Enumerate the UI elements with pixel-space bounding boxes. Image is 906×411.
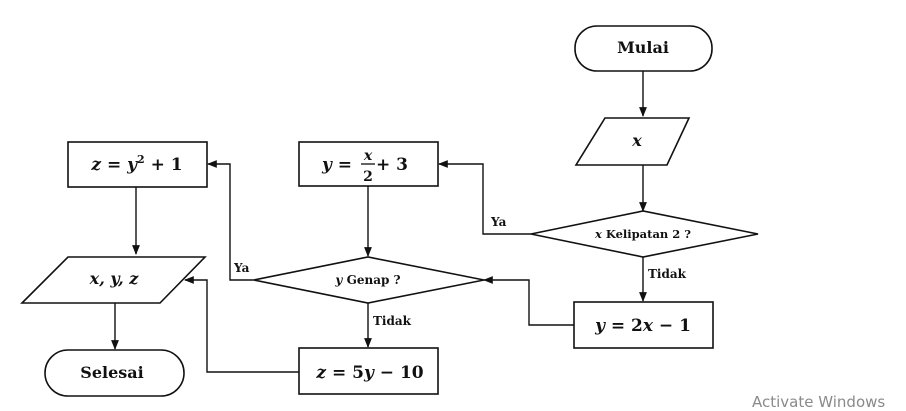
node-assign-y-double: y = 2x − 1 — [573, 301, 714, 349]
decision-y-var: y — [334, 273, 343, 287]
node-decision-x: x Kelipatan 2 ? — [530, 210, 759, 258]
node-assign-z-square: z = y2 + 1 — [67, 141, 208, 188]
node-assign-z-linear-text: z = 5y − 10 — [315, 363, 423, 383]
node-decision-y: y Genap ? — [253, 256, 485, 304]
node-decision-y-text: y Genap ? — [334, 273, 400, 287]
connectors — [111, 71, 647, 373]
activate-windows-watermark: Activate Windows — [752, 393, 886, 411]
edge-label-tidak-y: Tidak — [373, 314, 412, 328]
node-output-xyz: x, y, z — [20, 256, 207, 304]
node-assign-y-half-rest: + 3 — [376, 155, 408, 175]
node-decision-x-text: x Kelipatan 2 ? — [594, 227, 691, 241]
decision-x-label: Kelipatan 2 ? — [602, 227, 691, 241]
node-assign-z-square-text: z = y2 + 1 — [90, 153, 182, 175]
node-output-xyz-text: x, y, z — [89, 269, 140, 288]
edge-label-ya-y: Ya — [233, 261, 250, 275]
edge-decision-y-yes — [207, 160, 254, 281]
edge-label-ya-x: Ya — [490, 215, 507, 229]
node-input-x: x — [574, 117, 691, 166]
node-assign-y-double-text: y = 2x − 1 — [594, 316, 691, 336]
node-input-x-text: x — [631, 131, 642, 150]
node-assign-y-half-lhs: y = — [321, 155, 352, 175]
node-start: Mulai — [574, 25, 713, 72]
edge-z-linear-to-output — [184, 276, 299, 373]
node-end: Selesai — [44, 349, 185, 397]
node-assign-z-linear: z = 5y − 10 — [298, 347, 439, 395]
node-start-text: Mulai — [617, 38, 669, 57]
decision-y-label: Genap ? — [342, 273, 400, 287]
node-assign-y-half-denominator: 2 — [363, 169, 373, 185]
node-end-text: Selesai — [80, 363, 143, 382]
edge-decision-x-yes — [438, 160, 531, 235]
edge-y-double-to-decision-y — [483, 276, 574, 326]
decision-x-var: x — [594, 227, 602, 241]
node-assign-y-half: y = x 2 + 3 — [298, 141, 439, 187]
node-assign-y-half-numerator: x — [363, 148, 373, 164]
edge-label-tidak-x: Tidak — [648, 267, 687, 281]
